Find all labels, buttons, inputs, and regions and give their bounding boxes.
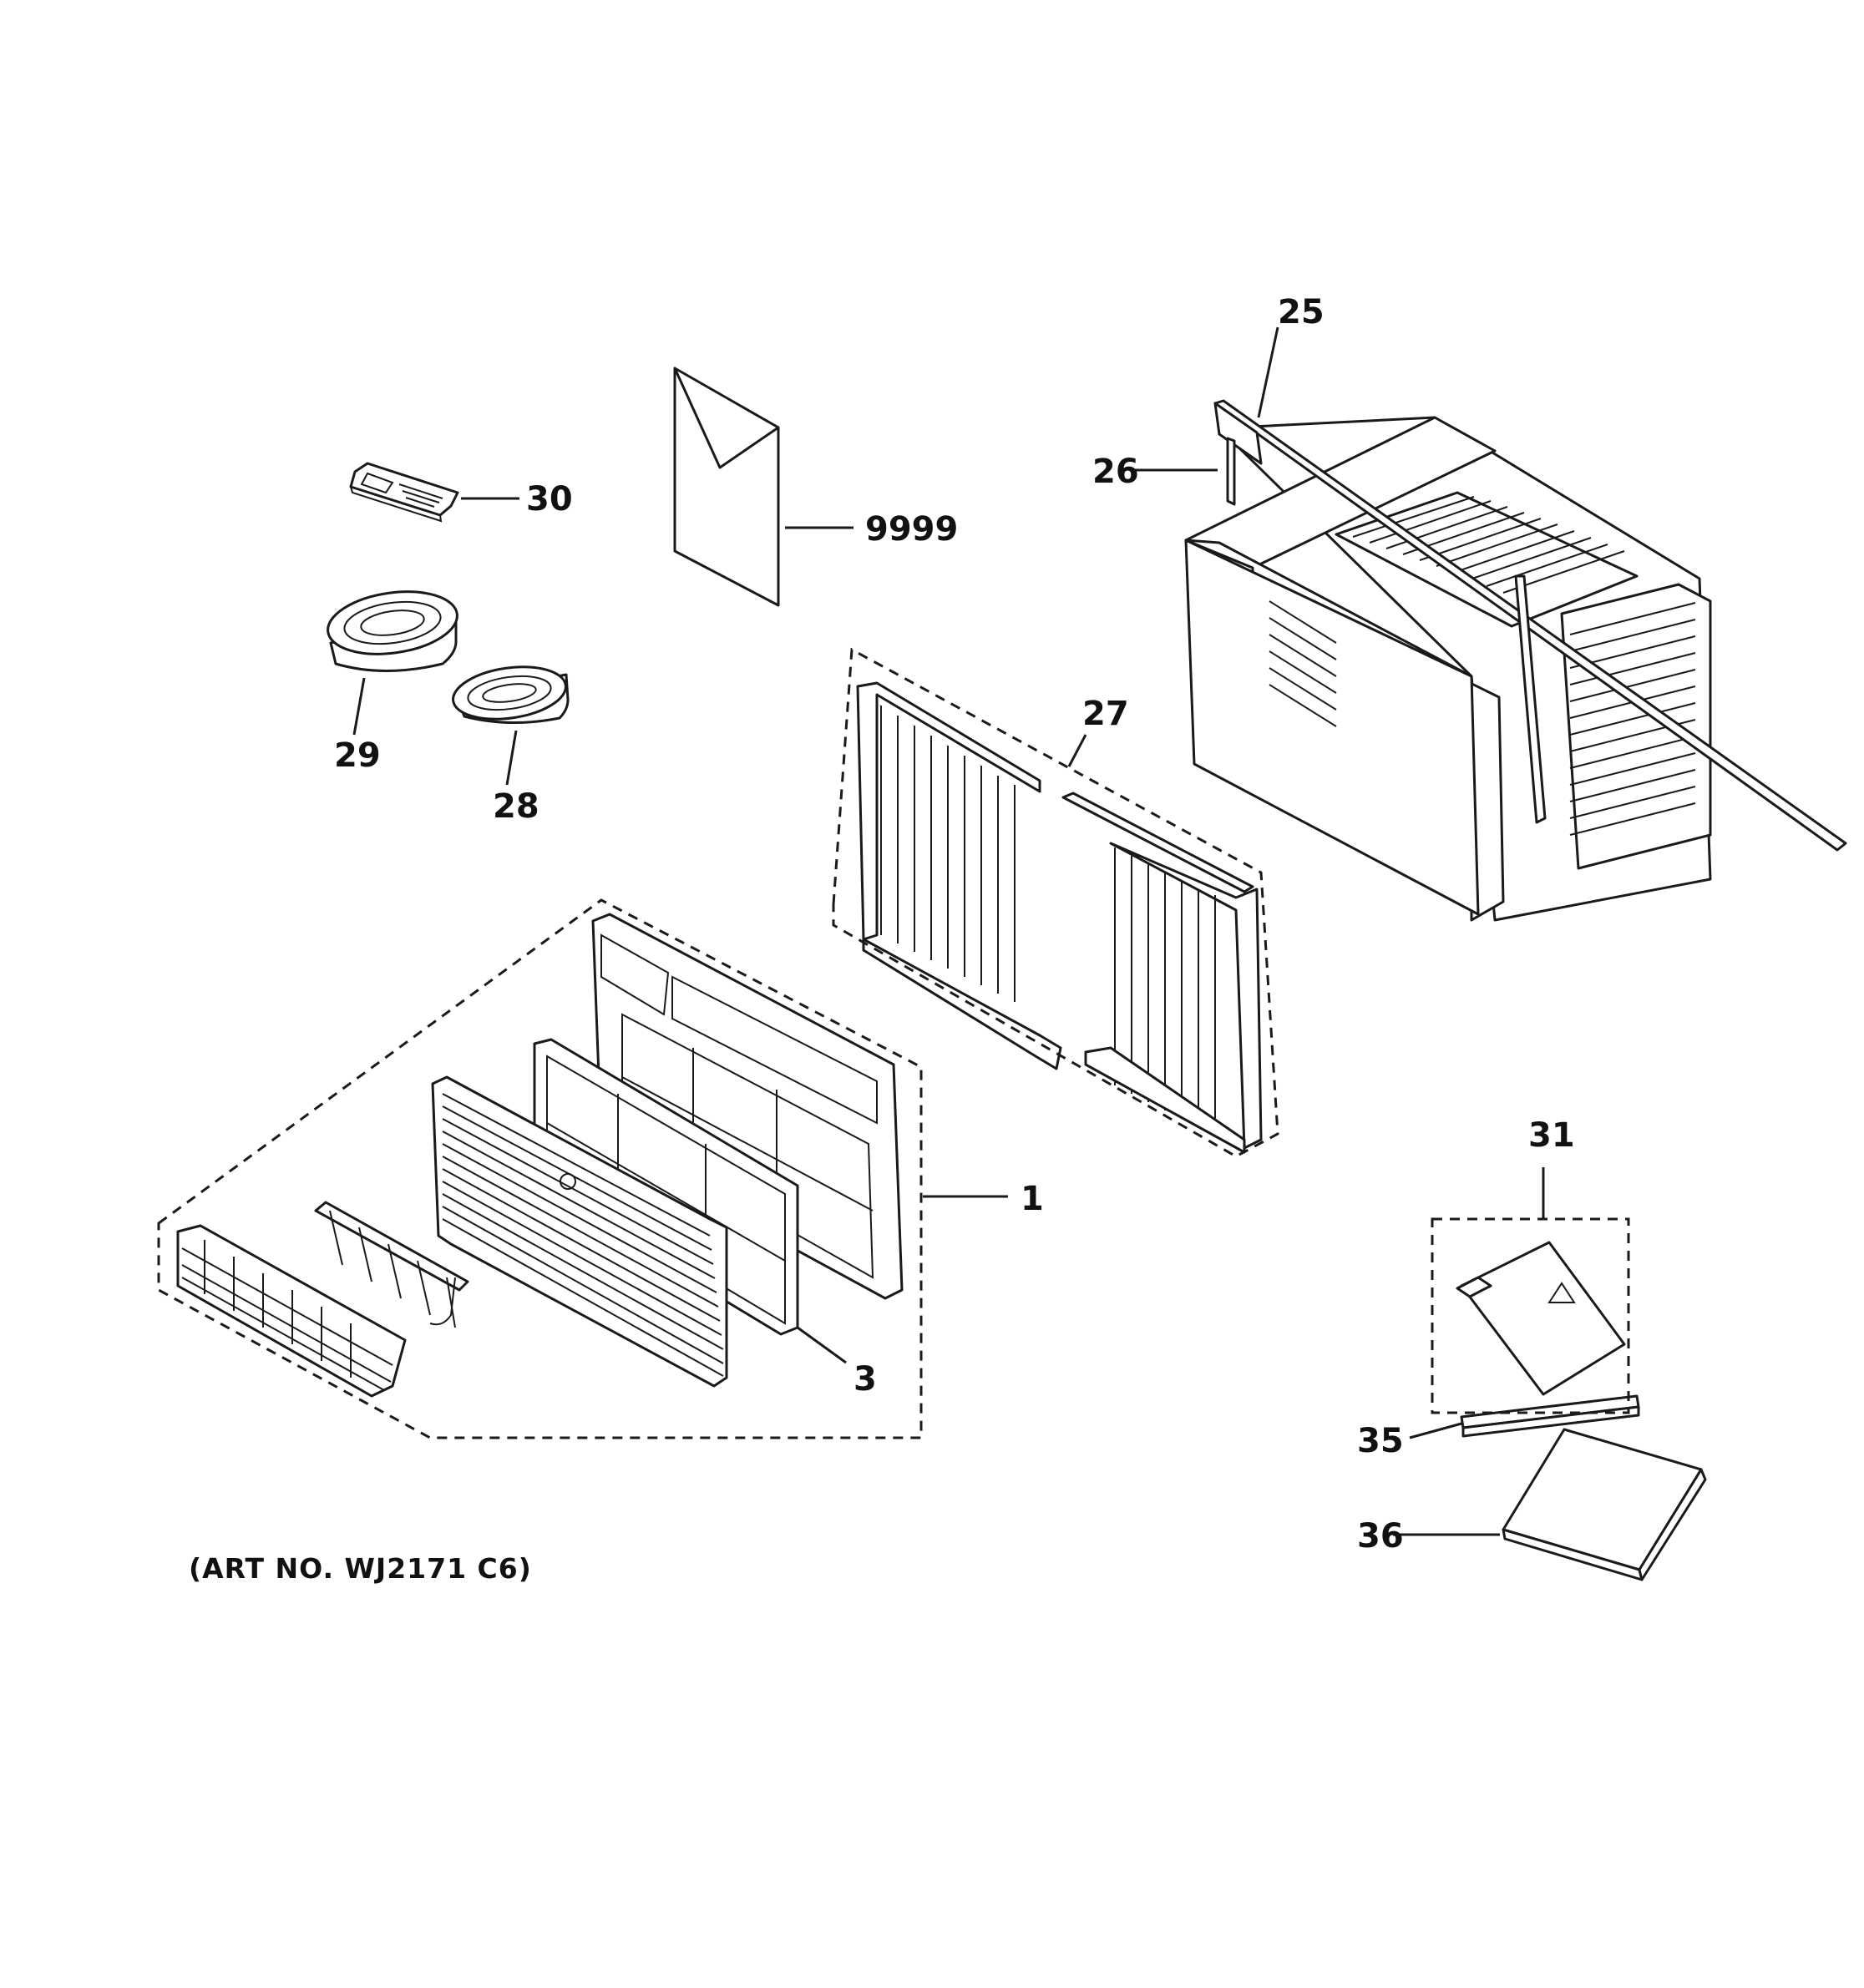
literature-envelope [673,367,780,607]
art-number-caption: (ART NO. WJ2171 C6) [189,1552,532,1585]
leader-35 [1409,1422,1462,1439]
front-assembly-group-outline [157,898,923,1439]
part-label-28: 28 [493,787,539,826]
part-label-9999: 9999 [865,510,959,549]
part-label-30: 30 [526,480,573,518]
foam-strip [1460,1394,1640,1438]
side-curtain-group-outline [832,647,1279,1158]
part-label-1: 1 [1021,1180,1044,1218]
part-label-31: 31 [1528,1116,1575,1155]
leader-29 [352,677,366,736]
part-label-26: 26 [1092,453,1139,491]
leader-28 [505,730,518,786]
part-label-36: 36 [1357,1517,1404,1555]
cabinet-assembly [1184,399,1847,922]
part-label-27: 27 [1082,695,1129,733]
foam-seal-small [452,665,570,725]
foam-seal-large [327,590,458,672]
foam-panel [1502,1428,1707,1581]
leader-27 [1067,734,1087,767]
part-label-3: 3 [853,1360,877,1399]
louver-bracket [314,1201,469,1328]
hardware-kit-contents [1456,1241,1626,1396]
side-curtain-right [1061,792,1263,1154]
part-label-29: 29 [334,736,381,775]
leader-3 [797,1326,847,1364]
side-curtain-left [856,681,1062,1070]
remote-control [349,462,459,523]
part-label-35: 35 [1357,1422,1404,1460]
leader-25 [1257,326,1279,418]
vent-louver [176,1224,407,1398]
front-grille [431,1075,728,1388]
part-label-25: 25 [1278,293,1325,331]
